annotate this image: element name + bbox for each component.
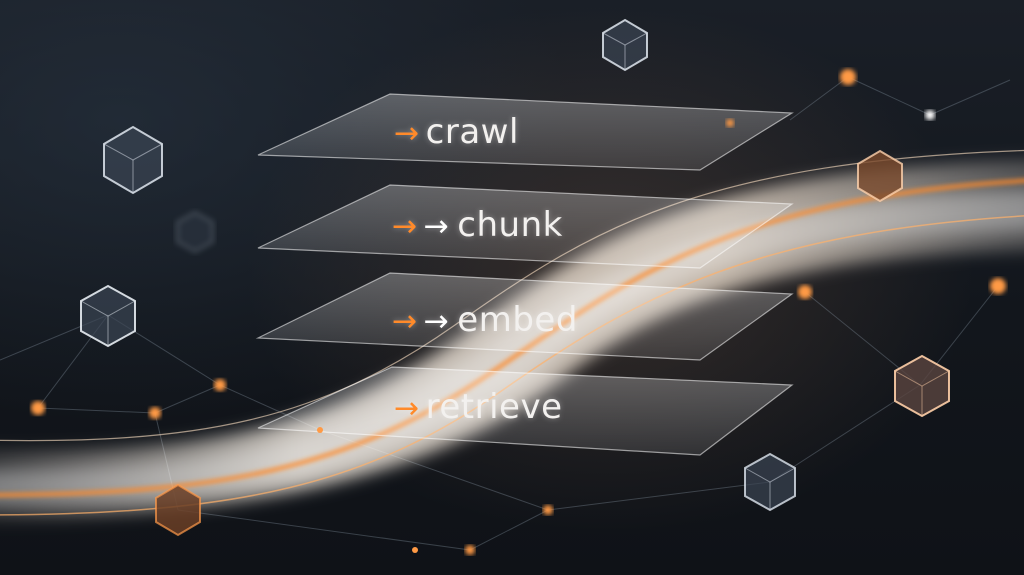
arrow-right-icon: → bbox=[394, 391, 420, 426]
cube-icon bbox=[176, 210, 214, 254]
cube-icon bbox=[103, 125, 163, 195]
cube-icon bbox=[744, 452, 796, 512]
step-retrieve: →retrieve bbox=[394, 387, 563, 427]
step-label: chunk bbox=[457, 205, 563, 245]
arrow-right-icon: → bbox=[423, 209, 450, 244]
step-label: retrieve bbox=[425, 387, 563, 427]
cube-icon bbox=[80, 284, 136, 348]
cube-icon bbox=[602, 18, 648, 72]
cube-icons bbox=[80, 18, 950, 537]
cube-icon bbox=[155, 483, 201, 537]
arrow-right-icon: → bbox=[394, 116, 420, 151]
step-label: crawl bbox=[425, 112, 519, 152]
arrow-right-icon: → bbox=[392, 209, 418, 244]
glow-nodes bbox=[31, 69, 1006, 555]
step-crawl: →crawl bbox=[394, 112, 519, 152]
cube-icon bbox=[857, 149, 903, 203]
step-chunk: →→chunk bbox=[392, 205, 563, 245]
cube-icon bbox=[894, 354, 950, 418]
step-label: embed bbox=[457, 300, 578, 340]
arrow-right-icon: → bbox=[423, 304, 450, 339]
arrow-right-icon: → bbox=[392, 304, 418, 339]
step-embed: →→embed bbox=[392, 300, 578, 340]
glass-planes bbox=[255, 93, 794, 456]
